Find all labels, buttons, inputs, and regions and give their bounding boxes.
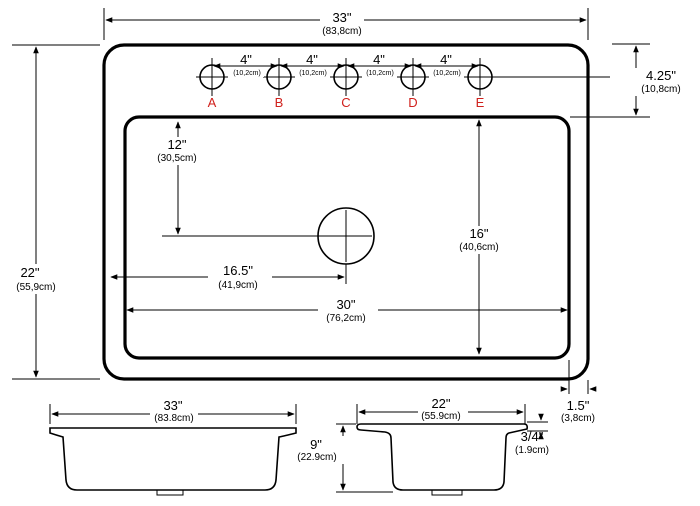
drain-side-metric: (41,9cm) — [218, 280, 257, 291]
faucet-hole-b — [263, 58, 295, 96]
hole-label-d: D — [408, 95, 417, 110]
faucet-hole-e — [464, 58, 496, 96]
hole-offset-imperial: 4.25" — [646, 68, 676, 83]
front-sink-profile — [49, 427, 297, 491]
spacing-cd-metric: (10,2cm) — [366, 70, 394, 77]
bowl-depth-metric: (40,6cm) — [459, 242, 498, 253]
side-depth-metric: (22.9cm) — [297, 452, 336, 463]
side-view: 22" (55.9cm) 9" (22.9cm) 3/4" (1.9cm) — [296, 396, 549, 496]
side-depth-imperial: 9" — [310, 437, 322, 452]
bowl-depth-imperial: 16" — [469, 226, 488, 241]
drain-back-imperial: 12" — [167, 137, 186, 152]
deck-imperial: 3/4" — [521, 429, 544, 444]
overall-depth-metric: (55,9cm) — [16, 282, 55, 293]
side-sink-profile — [356, 423, 528, 491]
overall-width-metric: (83,8cm) — [322, 26, 361, 37]
faucet-holes — [196, 58, 496, 96]
hole-offset-metric: (10,8cm) — [641, 84, 680, 95]
spacing-bc-imperial: 4" — [306, 52, 318, 67]
hole-label-a: A — [208, 95, 217, 110]
front-view: 33" (83.8cm) — [49, 398, 297, 496]
side-width-imperial: 22" — [431, 396, 450, 411]
spacing-cd-imperial: 4" — [373, 52, 385, 67]
drain-side-imperial: 16.5" — [223, 263, 253, 278]
bowl-width-imperial: 30" — [336, 297, 355, 312]
hole-label-c: C — [341, 95, 350, 110]
bowl-outline — [123, 115, 571, 360]
side-width-metric: (55.9cm) — [421, 411, 460, 422]
faucet-hole-d — [397, 58, 429, 96]
rim-metric: (3,8cm) — [561, 413, 595, 424]
overall-width-imperial: 33" — [332, 10, 351, 25]
hole-label-b: B — [275, 95, 284, 110]
drain-back-metric: (30,5cm) — [157, 153, 196, 164]
spacing-ab-imperial: 4" — [240, 52, 252, 67]
bowl-width-metric: (76,2cm) — [326, 313, 365, 324]
front-width-imperial: 33" — [163, 398, 182, 413]
hole-label-e: E — [476, 95, 485, 110]
spacing-ab-metric: (10,2cm) — [233, 70, 261, 77]
faucet-hole-c — [330, 58, 362, 96]
side-drain-stub — [431, 489, 463, 496]
rim-imperial: 1.5" — [567, 398, 590, 413]
spacing-de-imperial: 4" — [440, 52, 452, 67]
spacing-de-metric: (10,2cm) — [433, 70, 461, 77]
faucet-hole-a — [196, 58, 228, 96]
overall-depth-imperial: 22" — [20, 265, 39, 280]
sink-outer-outline — [102, 43, 590, 381]
front-drain-stub — [156, 489, 184, 496]
spacing-bc-metric: (10,2cm) — [299, 70, 327, 77]
top-view: 33" (83,8cm) 22" (55,9cm) — [6, 8, 682, 424]
front-width-metric: (83.8cm) — [154, 413, 193, 424]
deck-metric: (1.9cm) — [515, 445, 549, 456]
